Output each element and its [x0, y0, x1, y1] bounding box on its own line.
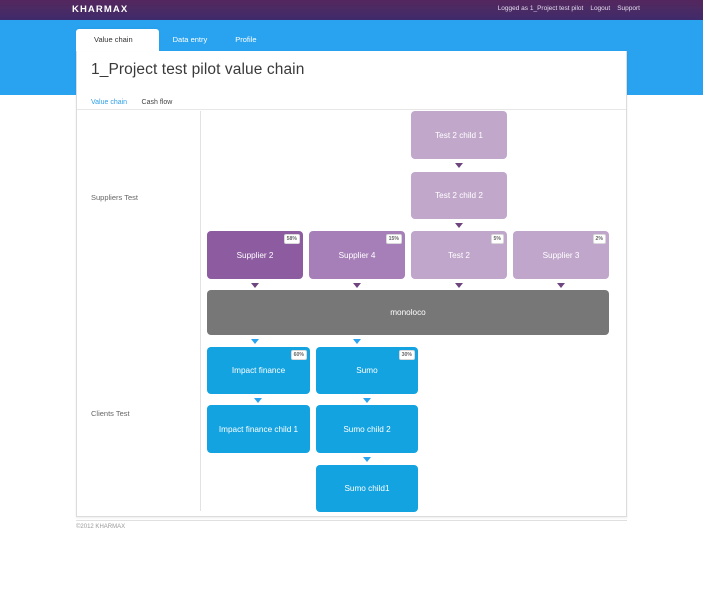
row-label-suppliers: Suppliers Test [91, 193, 138, 202]
node-sumo-child-1[interactable]: Sumo child1 [316, 465, 418, 512]
node-label: Test 2 child 1 [435, 130, 483, 140]
arrow-down-icon [353, 283, 361, 288]
arrow-down-icon [251, 283, 259, 288]
support-link[interactable]: Support [617, 5, 640, 12]
tab-value-chain[interactable]: Value chain [76, 29, 159, 51]
node-label: Impact finance child 1 [218, 424, 299, 434]
node-label: Test 2 [448, 250, 470, 260]
arrow-down-icon [363, 457, 371, 462]
node-label: Sumo child1 [344, 484, 390, 493]
node-monoloco[interactable]: monoloco [207, 290, 609, 335]
tab-profile[interactable]: Profile [235, 35, 257, 44]
main-tabs: Value chain Data entry Profile [76, 29, 271, 51]
node-impact-finance[interactable]: 60% Impact finance [207, 347, 310, 394]
node-impact-finance-child-1[interactable]: Impact finance child 1 [207, 405, 310, 453]
content-card: 1_Project test pilot value chain Value c… [76, 51, 627, 517]
logged-as-label: Logged as 1_Project test pilot [497, 5, 584, 12]
node-badge: 30% [398, 350, 415, 360]
diagram-divider [200, 111, 201, 511]
node-label: Sumo child 2 [343, 424, 391, 434]
arrow-down-icon [353, 339, 361, 344]
top-bar: KHARMAX Logged as 1_Project test pilot L… [0, 0, 703, 20]
tab-data-entry[interactable]: Data entry [172, 35, 208, 44]
node-badge: 15% [385, 234, 402, 244]
node-supplier-2[interactable]: 58% Supplier 2 [207, 231, 303, 279]
arrow-down-icon [557, 283, 565, 288]
arrow-down-icon [251, 339, 259, 344]
node-sumo-child-2[interactable]: Sumo child 2 [316, 405, 418, 453]
node-label: Supplier 4 [338, 250, 376, 260]
arrow-down-icon [455, 283, 463, 288]
top-bar-user-area: Logged as 1_Project test pilot Logout Su… [498, 5, 640, 12]
logout-link[interactable]: Logout [590, 5, 611, 12]
row-label-clients: Clients Test [91, 409, 130, 418]
node-label: Supplier 2 [236, 250, 274, 260]
subnav-cash-flow[interactable]: Cash flow [141, 99, 173, 106]
arrow-down-icon [363, 398, 371, 403]
node-label: monoloco [390, 308, 426, 317]
sub-navigation: Value chain Cash flow [77, 91, 626, 110]
node-label: Supplier 3 [542, 250, 580, 260]
footer: ©2012 KHARMAX [76, 520, 627, 530]
node-label: Sumo [356, 366, 378, 375]
node-badge: 58% [283, 234, 300, 244]
brand-logo[interactable]: KHARMAX [72, 4, 129, 15]
arrow-down-icon [455, 163, 463, 168]
node-test-2-child-1[interactable]: Test 2 child 1 [411, 111, 507, 159]
value-chain-diagram: Suppliers Test Clients Test Test 2 child… [77, 111, 626, 516]
arrow-down-icon [455, 223, 463, 228]
node-sumo[interactable]: 30% Sumo [316, 347, 418, 394]
node-supplier-3[interactable]: 2% Supplier 3 [513, 231, 609, 279]
page-title: 1_Project test pilot value chain [91, 61, 305, 78]
node-test-2-child-2[interactable]: Test 2 child 2 [411, 172, 507, 219]
node-badge: 60% [290, 350, 307, 360]
arrow-down-icon [254, 398, 262, 403]
node-test-2[interactable]: 5% Test 2 [411, 231, 507, 279]
node-label: Test 2 child 2 [435, 191, 483, 200]
node-supplier-4[interactable]: 15% Supplier 4 [309, 231, 405, 279]
node-badge: 5% [490, 234, 504, 244]
node-badge: 2% [592, 234, 606, 244]
subnav-value-chain[interactable]: Value chain [91, 99, 128, 106]
footer-copyright: ©2012 KHARMAX [76, 524, 126, 530]
node-label: Impact finance [231, 366, 286, 375]
